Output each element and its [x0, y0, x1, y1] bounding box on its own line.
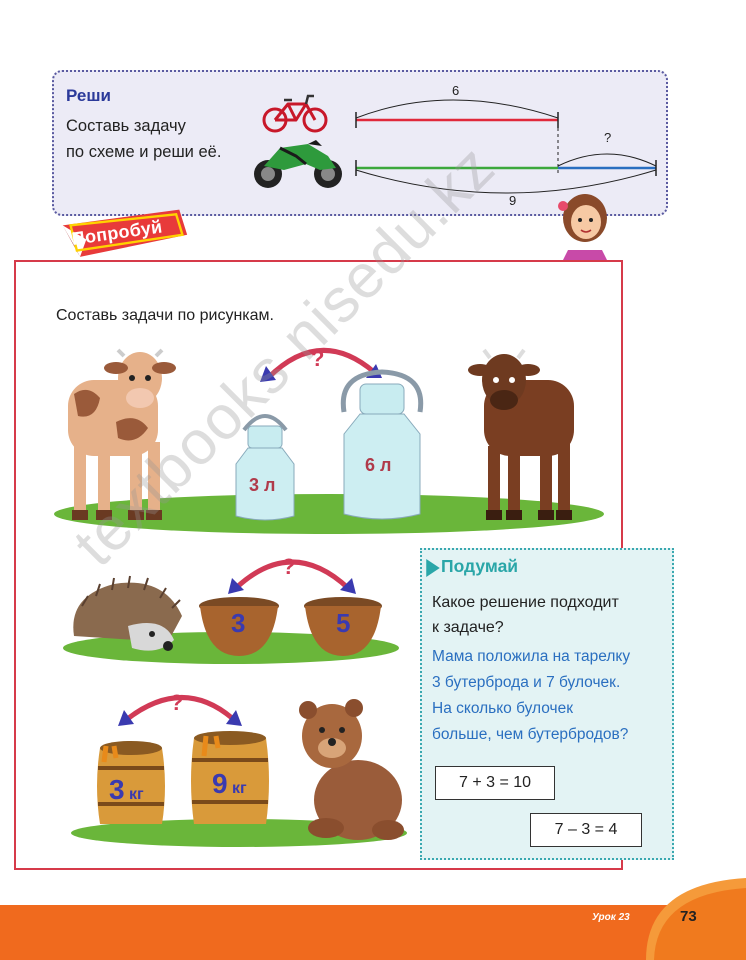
think-problem-line-2: 3 бутерброда и 7 булочек.: [432, 674, 621, 691]
answer-option-2[interactable]: 7 – 3 = 4: [530, 813, 642, 847]
large-milk-can-image: [340, 369, 424, 520]
play-arrow-icon: [426, 559, 440, 577]
think-problem-line-4: больше, чем бутербродов?: [432, 726, 629, 743]
spotted-cow-image: [68, 348, 176, 520]
bicycle-icon: [262, 94, 328, 133]
think-problem-line-3: На сколько булочек: [432, 700, 574, 717]
left-bowl-image: [199, 597, 279, 656]
grass-patch: [54, 494, 604, 534]
think-title: Подумай: [441, 556, 519, 576]
segment-scheme: [355, 99, 657, 194]
try-banner: [62, 209, 188, 257]
large-can-label: 6 л: [365, 455, 392, 475]
hedgehog-image: [73, 575, 182, 651]
large-barrel-unit: кг: [232, 780, 247, 797]
left-bowl-number: 3: [231, 608, 246, 638]
barrels-compare-arrow: [118, 695, 242, 726]
think-problem: Мама положила на тарелку 3 бутерброда и …: [432, 644, 630, 748]
page-number: 73: [680, 908, 697, 925]
large-barrel-number: 9: [212, 768, 228, 799]
cans-question-mark: ?: [311, 346, 325, 371]
right-bowl-image: [304, 597, 382, 656]
girl-character-image: [558, 194, 608, 262]
think-problem-line-1: Мама положила на тарелку: [432, 648, 631, 665]
solve-title: Реши: [66, 86, 111, 105]
solve-line-1: Составь задачу: [66, 117, 186, 135]
large-barrel-label: 9 кг: [212, 768, 247, 800]
scheme-label-bottom: 9: [509, 193, 517, 208]
bowls-question-mark: ?: [282, 554, 296, 579]
brown-cow-image: [468, 348, 574, 520]
scheme-label-top: 6: [452, 83, 460, 98]
lesson-label: Урок 23: [592, 912, 630, 923]
solve-instructions: Составь задачу по схеме и реши её.: [66, 113, 221, 165]
answer-option-1[interactable]: 7 + 3 = 10: [435, 766, 555, 800]
motorcycle-icon: [254, 140, 342, 188]
small-barrel-label: 3 кг: [109, 774, 144, 806]
think-question-line-2: к задаче?: [432, 619, 504, 636]
small-honey-barrel-image: [97, 741, 165, 824]
task-instruction: Составь задачи по рисункам.: [56, 307, 274, 324]
think-question-line-1: Какое решение подходит: [432, 594, 619, 611]
solve-line-2: по схеме и реши её.: [66, 143, 222, 161]
scheme-label-question: ?: [604, 130, 612, 145]
think-question: Какое решение подходит к задаче?: [432, 590, 619, 640]
solve-box: [52, 70, 668, 216]
large-honey-barrel-image: [191, 731, 269, 824]
think-box: [420, 548, 674, 860]
footer-bar: [0, 905, 746, 960]
small-can-label: 3 л: [249, 475, 276, 495]
small-barrel-number: 3: [109, 774, 125, 805]
barrels-question-mark: ?: [170, 690, 184, 715]
small-barrel-unit: кг: [129, 786, 144, 803]
small-milk-can-image: [235, 414, 295, 521]
bowls-compare-arrow: [228, 559, 356, 594]
page-number-tab: [646, 878, 746, 960]
right-bowl-number: 5: [336, 608, 351, 638]
bear-image: [299, 699, 404, 840]
